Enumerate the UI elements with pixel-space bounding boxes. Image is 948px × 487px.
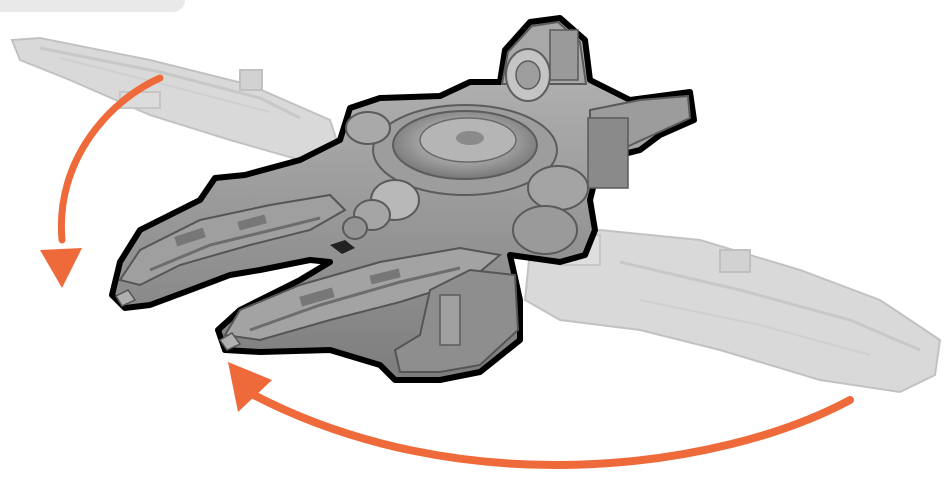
ghost-wing-left xyxy=(12,38,340,160)
curved-arrow-icon xyxy=(228,362,850,465)
